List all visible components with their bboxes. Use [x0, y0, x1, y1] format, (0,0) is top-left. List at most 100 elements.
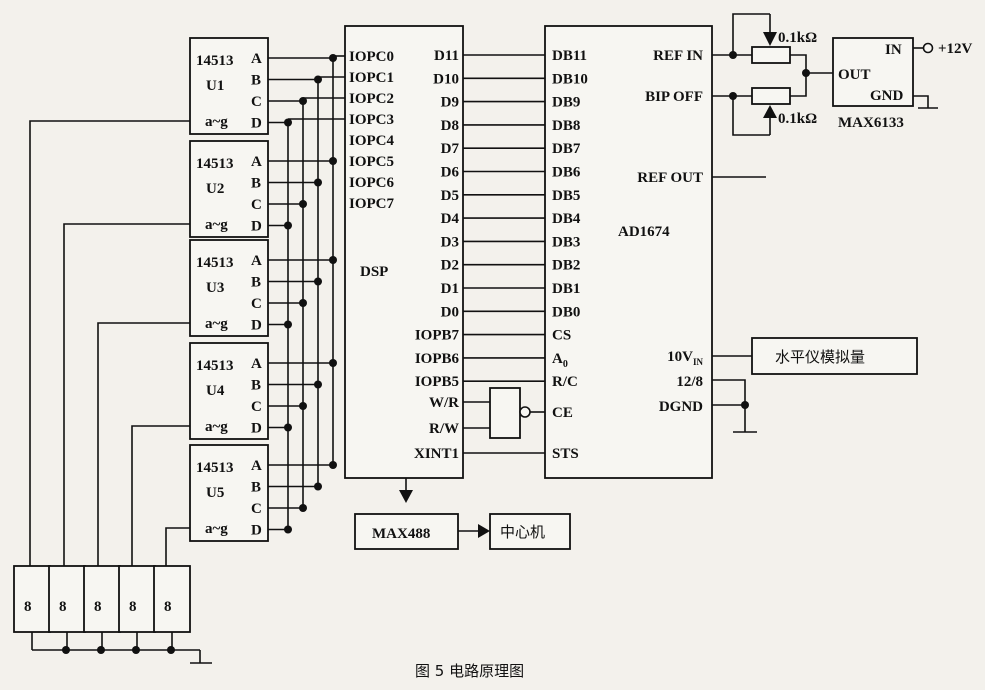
svg-text:B: B — [251, 480, 261, 496]
adc-pin-db8: DB8 — [552, 118, 580, 134]
supply-label: +12V — [938, 41, 973, 57]
display-digit: 8 — [13, 565, 51, 650]
dsp-pin-iopb6: IOPB6 — [415, 351, 460, 367]
svg-text:8: 8 — [164, 599, 172, 615]
svg-text:14513: 14513 — [196, 53, 234, 69]
adc-pin-db0: DB0 — [552, 304, 580, 320]
svg-text:C: C — [251, 296, 262, 312]
max488-to-host-arrow — [458, 524, 490, 538]
dsp-pin-d5: D5 — [441, 188, 459, 204]
dsp-pin-d4: D4 — [441, 211, 460, 227]
dsp-pin-d11: D11 — [434, 48, 459, 64]
max6133-name: MAX6133 — [838, 115, 904, 131]
adc-pin-db7: DB7 — [552, 141, 581, 157]
display-ground-symbol — [32, 649, 212, 664]
svg-text:D: D — [251, 219, 262, 235]
svg-text:a~g: a~g — [205, 217, 228, 233]
svg-text:14513: 14513 — [196, 156, 234, 172]
max6133-in-label: IN — [885, 42, 902, 58]
dsp-pin-d7: D7 — [441, 141, 460, 157]
adc-pin-db5: DB5 — [552, 188, 580, 204]
max6133-gnd-label: GND — [870, 88, 904, 104]
adc-pin-ce: CE — [552, 405, 573, 421]
svg-text:8: 8 — [24, 599, 32, 615]
dsp-pin-iopc2: IOPC2 — [349, 91, 394, 107]
display-digit: 8 — [153, 565, 191, 654]
decoder-group: 14513U1a~gABCD14513U2a~gABCD14513U3a~gAB… — [29, 37, 345, 566]
dsp-pin-r-w: R/W — [429, 421, 459, 437]
svg-text:U1: U1 — [206, 78, 224, 94]
svg-text:A: A — [251, 253, 262, 269]
dsp-pin-iopc0: IOPC0 — [349, 49, 394, 65]
dsp-pin-iopb5: IOPB5 — [415, 374, 459, 390]
svg-text:B: B — [251, 73, 261, 89]
dgnd-ground — [712, 379, 757, 433]
svg-text:C: C — [251, 94, 262, 110]
dsp-pin-iopc6: IOPC6 — [349, 175, 395, 191]
svg-text:8: 8 — [94, 599, 102, 615]
pot-ref-in — [751, 46, 791, 64]
adc-pin-db11: DB11 — [552, 48, 587, 64]
svg-text:A: A — [251, 356, 262, 372]
dsp-label: DSP — [360, 264, 388, 280]
dsp-pin-d0: D0 — [441, 304, 459, 320]
adc-pin-db1: DB1 — [552, 281, 580, 297]
pot-bip-off — [751, 87, 791, 105]
pot1-label: 0.1kΩ — [778, 30, 817, 46]
dsp-pin-iopc5: IOPC5 — [349, 154, 394, 170]
dsp-pin-iopc4: IOPC4 — [349, 133, 395, 149]
svg-text:a~g: a~g — [205, 521, 228, 537]
adc-right-pin: REF IN — [653, 48, 703, 64]
adc-right-pin: DGND — [659, 399, 703, 415]
svg-text:C: C — [251, 197, 262, 213]
dsp-pin-iopc7: IOPC7 — [349, 196, 395, 212]
svg-text:14513: 14513 — [196, 358, 234, 374]
display-digit: 8 — [48, 565, 86, 654]
adc-pin-db2: DB2 — [552, 258, 580, 274]
svg-text:B: B — [251, 275, 261, 291]
adc-pin-cs: CS — [552, 328, 571, 344]
svg-text:a~g: a~g — [205, 316, 228, 332]
dsp-pin-d10: D10 — [433, 71, 459, 87]
svg-text:A: A — [251, 458, 262, 474]
dsp-pin-xint1: XINT1 — [414, 446, 459, 462]
adc-right-pin: REF OUT — [637, 170, 703, 186]
max488-arrow — [399, 478, 413, 503]
analog-input-box — [751, 337, 918, 375]
host-box — [489, 513, 571, 550]
svg-text:U3: U3 — [206, 280, 224, 296]
svg-text:14513: 14513 — [196, 255, 234, 271]
dsp-pin-iopc3: IOPC3 — [349, 112, 394, 128]
svg-text:D: D — [251, 116, 262, 132]
adc-label: AD1674 — [618, 224, 670, 240]
analog-input-label: 水平仪模拟量 — [775, 348, 865, 366]
svg-text:a~g: a~g — [205, 114, 228, 130]
adc-pin-db10: DB10 — [552, 71, 588, 87]
data-bus-wires — [463, 54, 545, 454]
adc-pin-db3: DB3 — [552, 234, 580, 250]
adc-right-pin: 12/8 — [676, 374, 703, 390]
svg-text:A: A — [251, 51, 262, 67]
svg-text:U5: U5 — [206, 485, 224, 501]
max6133-out-label: OUT — [838, 67, 871, 83]
svg-text:D: D — [251, 421, 262, 437]
svg-text:D: D — [251, 523, 262, 539]
svg-text:U2: U2 — [206, 181, 224, 197]
dsp-chip — [344, 25, 464, 479]
display-digit: 8 — [118, 565, 156, 654]
svg-text:D: D — [251, 318, 262, 334]
svg-text:C: C — [251, 501, 262, 517]
max488-label: MAX488 — [372, 526, 430, 542]
adc-right-pin: BIP OFF — [645, 89, 703, 105]
display-digit: 8 — [83, 565, 121, 654]
adc-pin-db9: DB9 — [552, 95, 580, 111]
